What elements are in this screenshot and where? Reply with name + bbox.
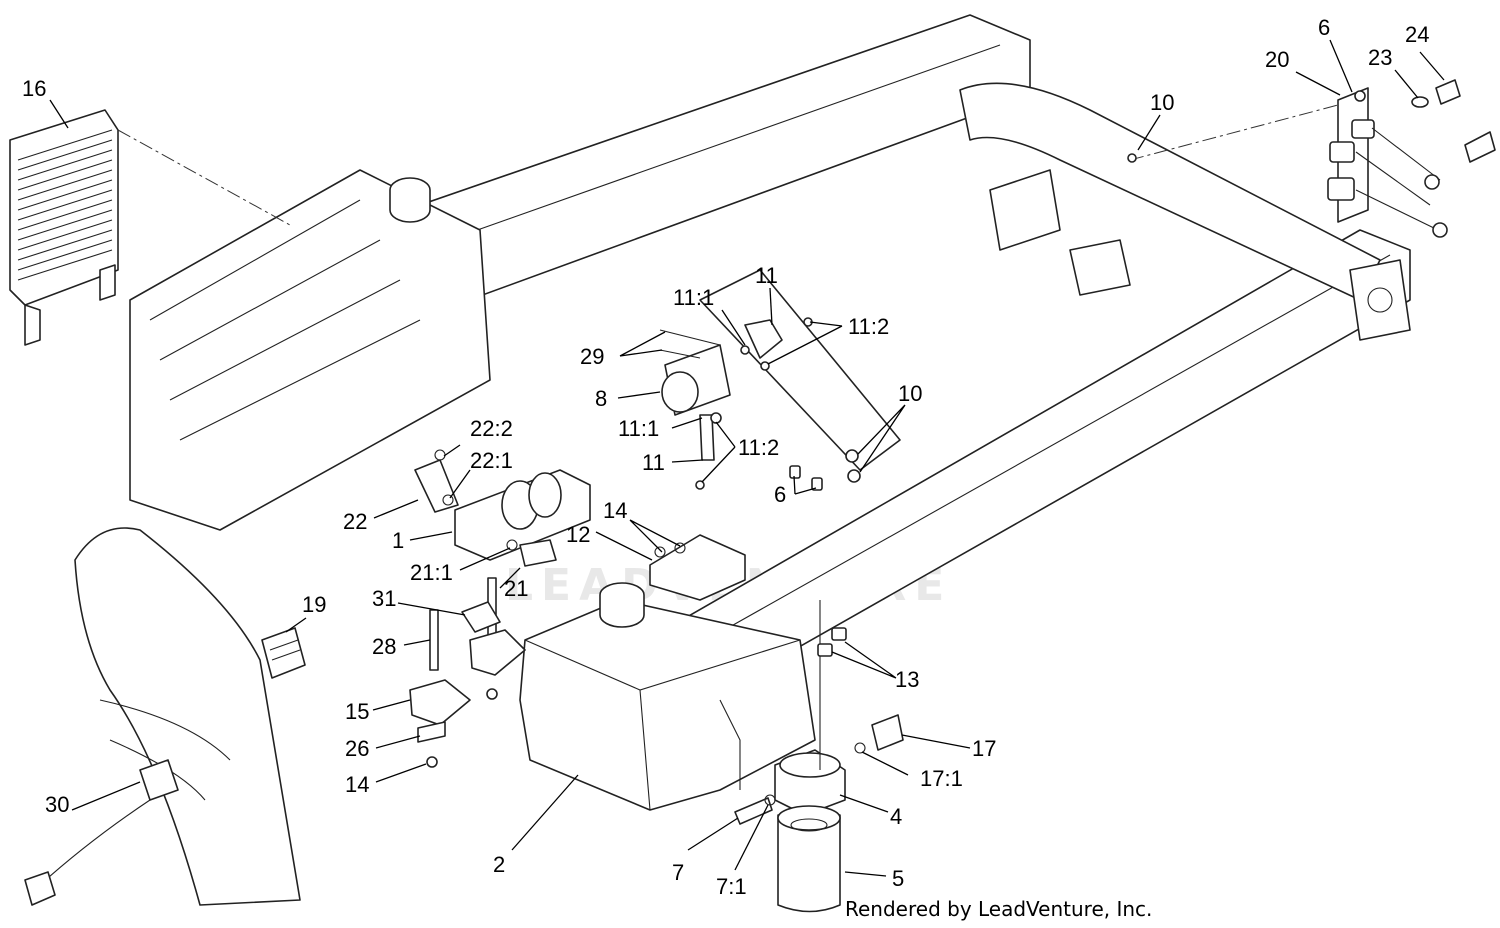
credit-text: Rendered by LeadVenture, Inc. xyxy=(845,897,1152,921)
callout-22-1: 22:1 xyxy=(470,448,513,473)
callout-11-1-top: 11:1 xyxy=(673,285,714,310)
callout-8: 8 xyxy=(595,386,607,411)
callout-21: 21 xyxy=(504,576,528,601)
callout-11-1-mid: 11:1 xyxy=(618,416,659,441)
callout-6-rear: 6 xyxy=(1318,15,1330,40)
callout-24: 24 xyxy=(1405,22,1429,47)
tank-clamps xyxy=(409,577,526,768)
callout-14-bracket: 14 xyxy=(603,498,627,523)
callout-12: 12 xyxy=(566,522,590,547)
callout-26: 26 xyxy=(345,736,369,761)
fender-panel xyxy=(74,527,301,906)
callout-20: 20 xyxy=(1265,47,1289,72)
leader-lines xyxy=(49,39,1445,877)
callout-21-1: 21:1 xyxy=(410,560,453,585)
callout-19: 19 xyxy=(302,592,326,617)
callout-11-mid: 11 xyxy=(642,450,665,475)
callout-7: 7 xyxy=(672,860,684,885)
callout-10-rear: 10 xyxy=(1150,90,1174,115)
callout-5: 5 xyxy=(892,866,904,891)
pump-assembly xyxy=(414,449,591,567)
coupler-bracket xyxy=(1327,79,1496,238)
callout-7-1: 7:1 xyxy=(716,874,747,899)
cooler-line xyxy=(117,129,291,226)
callout-13: 13 xyxy=(895,667,919,692)
hydraulic-tank xyxy=(519,582,816,811)
callout-14-clamp: 14 xyxy=(345,772,369,797)
tank-bracket xyxy=(649,534,746,601)
callout-17-1: 17:1 xyxy=(920,766,963,791)
fasteners xyxy=(789,153,1137,657)
callout-16: 16 xyxy=(22,76,46,101)
oil-cooler xyxy=(9,109,119,346)
switch xyxy=(261,627,306,679)
callout-1: 1 xyxy=(392,528,404,553)
callout-22-2: 22:2 xyxy=(470,416,513,441)
main-frame xyxy=(129,14,1411,761)
callout-29: 29 xyxy=(580,344,604,369)
callout-2: 2 xyxy=(493,852,505,877)
callout-11-2-top: 11:2 xyxy=(848,314,889,339)
callout-28: 28 xyxy=(372,634,396,659)
callout-30: 30 xyxy=(45,792,69,817)
callouts: 16 10 20 6 23 24 11 11:1 11:2 29 8 11:1 … xyxy=(22,15,1429,899)
callout-4: 4 xyxy=(890,804,902,829)
filter-assembly xyxy=(734,600,904,913)
valve-assembly xyxy=(659,317,813,490)
callout-10-front: 10 xyxy=(898,381,922,406)
callout-22: 22 xyxy=(343,509,367,534)
callout-6-front: 6 xyxy=(774,482,786,507)
coupler-line xyxy=(1129,104,1339,161)
wire-harness xyxy=(24,759,179,906)
callout-17: 17 xyxy=(972,736,996,761)
callout-11-top: 11 xyxy=(755,263,778,288)
callout-11-2-mid: 11:2 xyxy=(738,435,779,460)
callout-23: 23 xyxy=(1368,45,1392,70)
callout-15: 15 xyxy=(345,699,369,724)
callout-31: 31 xyxy=(372,586,396,611)
